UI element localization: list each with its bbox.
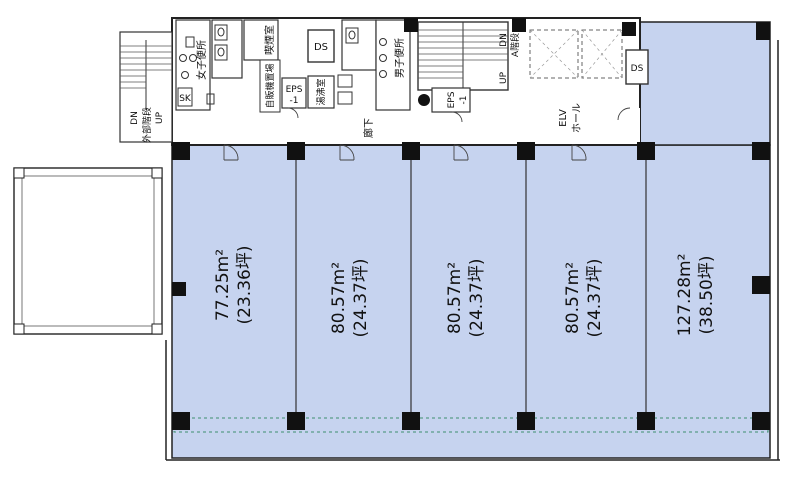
office-floor-east <box>639 21 771 146</box>
unit-area-m2: 80.57m² <box>329 262 349 334</box>
womens-restroom-label: 女子便所 <box>195 40 208 80</box>
unit-label-2: 80.57m² (24.37坪) <box>329 259 371 338</box>
corridor <box>176 108 640 144</box>
door-arcs <box>223 107 631 161</box>
vending-area <box>259 59 281 113</box>
elevator-shafts <box>529 29 623 79</box>
eps-1-sub-label: -1 <box>290 96 299 106</box>
unit-label-3: 80.57m² (24.37坪) <box>445 259 487 338</box>
stair-a-name-label: A階段 <box>509 33 521 57</box>
eps-shaft-2 <box>431 87 471 113</box>
stair-a-up-label: UP <box>499 71 509 84</box>
unit-label-1: 77.25m² (23.36坪) <box>213 246 255 325</box>
unit-area-tsubo: (23.36坪) <box>235 246 255 325</box>
unit-area-m2: 77.25m² <box>213 249 233 321</box>
stair-a-dn-label: DN <box>499 33 509 47</box>
sk-label: SK <box>179 94 192 104</box>
eps-2-sub-label: -1 <box>459 96 469 105</box>
elv-hall-label-1: ELV <box>558 109 569 127</box>
eps-1-label: EPS <box>286 85 303 95</box>
unit-label-5: 127.28m² (38.50坪) <box>675 254 717 337</box>
exterior-stair <box>119 31 173 143</box>
unit-area-m2: 80.57m² <box>445 262 465 334</box>
ext-stair-up-label: UP <box>155 111 165 124</box>
office-floor-area <box>171 144 771 459</box>
unit-label-4: 80.57m² (24.37坪) <box>563 259 605 338</box>
unit-area-m2: 80.57m² <box>563 262 583 334</box>
sk-closet <box>177 87 193 107</box>
stair-a <box>417 21 509 91</box>
mens-restroom <box>341 19 411 111</box>
eps-2-label: EPS <box>447 91 457 108</box>
ds-2-label: DS <box>631 64 644 74</box>
kitchenette <box>307 75 335 109</box>
ds-1-label: DS <box>314 42 328 53</box>
terrace <box>13 167 163 335</box>
unit-partitions <box>295 150 647 425</box>
ext-stair-dn-label: DN <box>130 111 140 125</box>
unit-area-tsubo: (24.37坪) <box>467 259 487 338</box>
unit-area-tsubo: (38.50坪) <box>697 256 717 335</box>
ds-shaft-1 <box>307 29 335 63</box>
ext-stair-name-label: 外部階段 <box>141 107 153 143</box>
elv-hall-label-2: ホール <box>571 103 583 133</box>
structural-columns <box>172 18 770 430</box>
kitchenette-label: 湯沸室 <box>315 78 327 105</box>
unit-area-tsubo: (24.37坪) <box>585 259 605 338</box>
eps-shaft-1 <box>281 77 307 109</box>
mens-restroom-label: 男子便所 <box>393 38 406 78</box>
unit-area-tsubo: (24.37坪) <box>351 259 371 338</box>
unit-area-m2: 127.28m² <box>675 254 695 337</box>
vending-area-label: 自販機置場 <box>264 63 276 108</box>
smoking-room <box>243 19 279 61</box>
smoking-room-label: 喫煙室 <box>263 25 276 55</box>
ds-shaft-2 <box>625 49 649 85</box>
corridor-label: 廊下 <box>362 118 375 138</box>
